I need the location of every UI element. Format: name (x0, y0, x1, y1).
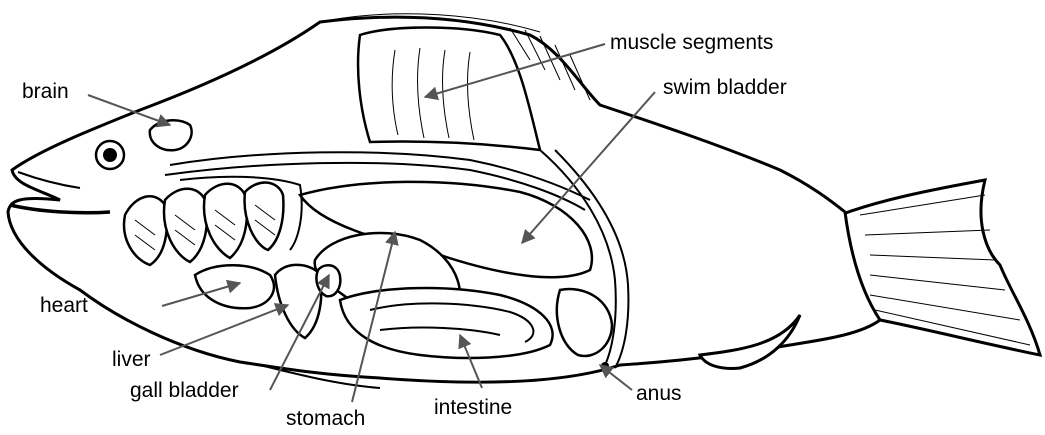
label-muscle-segments: muscle segments (610, 31, 773, 54)
label-swim-bladder: swim bladder (663, 76, 787, 99)
label-anus: anus (636, 382, 682, 405)
label-liver: liver (112, 348, 151, 371)
tail-fin (840, 180, 1040, 355)
label-intestine: intestine (434, 396, 512, 419)
label-heart: heart (40, 294, 88, 317)
label-brain: brain (22, 80, 69, 103)
brain-organ (150, 120, 192, 150)
label-stomach: stomach (286, 407, 365, 430)
label-gall-bladder: gall bladder (130, 379, 239, 402)
